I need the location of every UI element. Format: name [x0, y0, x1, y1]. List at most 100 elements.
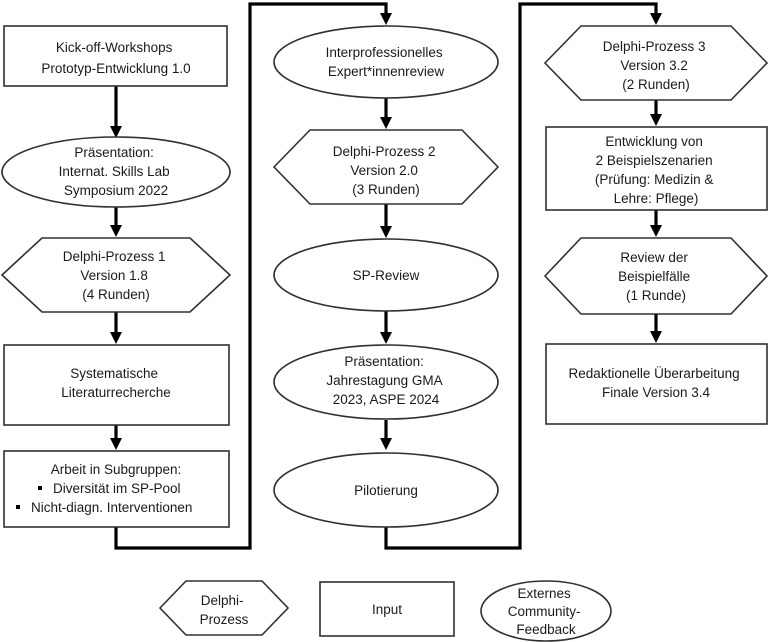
node-review-faelle: Review der Beispielfälle (1 Runde) — [543, 237, 769, 315]
input-box — [3, 25, 228, 87]
svg-text:Externes Community-: Externes Community- Feedback — [508, 586, 585, 637]
arrowhead — [380, 438, 392, 450]
svg-text:Delphi-Prozess 1 Version: Delphi-Prozess 1 Version 1.8 (4 Runden) — [63, 249, 170, 302]
node-delphi-1: Delphi-Prozess 1 Version 1.8 (4 Runden) — [0, 237, 232, 313]
input-box — [3, 344, 230, 426]
legend-feedback: Externes Community- Feedback — [480, 580, 612, 642]
arrow-pilotierung-to-delphi3 — [384, 2, 658, 550]
node-text: Redaktionelle Überarbeitung — [569, 366, 740, 381]
node-literatur: Systematische Literaturrecherche — [3, 344, 230, 426]
node-delphi-2: Delphi-Prozess 2 Version 2.0 (3 Runden) — [272, 129, 500, 205]
feedback-ellipse — [273, 238, 499, 312]
node-text: Version 2.0 — [350, 163, 418, 178]
node-text: Entwicklung von — [605, 134, 703, 149]
node-text: Prototyp-Entwicklung 1.0 — [41, 61, 190, 76]
node-text: Version 1.8 — [80, 268, 148, 283]
node-text: Jahrestagung GMA — [326, 373, 442, 388]
feedback-ellipse — [273, 452, 499, 528]
arrowhead — [380, 332, 392, 344]
arrowhead — [380, 226, 392, 238]
connectors — [110, 2, 662, 550]
svg-text:Kick-off-Workshops Proto: Kick-off-Workshops Prototyp-Entwicklung … — [41, 40, 190, 76]
feedback-ellipse — [273, 344, 499, 420]
arrowhead — [650, 225, 662, 237]
arrowhead — [110, 126, 122, 138]
node-pilotierung: Pilotierung — [273, 452, 499, 528]
node-text: Literaturrecherche — [61, 385, 171, 400]
node-text: Symposium 2022 — [64, 183, 168, 198]
svg-text:Delphi- Prozess: Delphi- Prozess — [200, 593, 249, 627]
legend-delphi: Delphi- Prozess — [158, 580, 290, 636]
node-text: Kick-off-Workshops — [56, 40, 173, 55]
legend-text: Delphi- — [201, 593, 244, 608]
arrowhead — [380, 13, 392, 25]
node-text: SP-Review — [353, 268, 420, 283]
node-delphi-3: Delphi-Prozess 3 Version 3.2 (2 Runden) — [543, 25, 769, 101]
node-text: Beispielfälle — [618, 269, 690, 284]
node-text: Präsentation: — [74, 145, 154, 160]
arrowhead — [380, 117, 392, 129]
delphi-hexagon — [158, 580, 290, 636]
node-sp-review: SP-Review — [273, 238, 499, 312]
arrow-subgruppen-to-review — [114, 2, 388, 550]
node-text: (4 Runden) — [82, 287, 150, 302]
bullet-icon — [38, 486, 42, 490]
node-redaktion: Redaktionelle Überarbeitung Finale Versi… — [545, 343, 768, 425]
node-text: Systematische — [70, 366, 158, 381]
legend-text: Prozess — [200, 612, 249, 627]
node-text: Präsentation: — [344, 354, 424, 369]
node-text: Interprofessionelles — [326, 45, 443, 60]
svg-text:Review der Beispielfälle: Review der Beispielfälle (1 Runde) — [618, 250, 694, 303]
arrowhead — [110, 332, 122, 344]
node-praesentation-2022: Präsentation: Internat. Skills Lab Sympo… — [1, 136, 231, 208]
node-text: (3 Runden) — [352, 182, 420, 197]
arrowhead — [650, 331, 662, 343]
node-text: 2023, ASPE 2024 — [333, 392, 440, 407]
feedback-ellipse — [1, 136, 231, 208]
svg-text:Systematische Literaturr: Systematische Literaturrecherche — [61, 366, 171, 400]
arrowhead — [110, 225, 122, 237]
svg-text:Delphi-Prozess 3 Version: Delphi-Prozess 3 Version 3.2 (2 Runden) — [603, 39, 710, 92]
node-text: Finale Version 3.4 — [602, 385, 711, 400]
input-box — [545, 343, 768, 425]
node-text: Delphi-Prozess 2 — [333, 144, 436, 159]
node-expertinnenreview: Interprofessionelles Expert*innenreview — [273, 25, 499, 99]
arrowhead — [110, 438, 122, 450]
legend-text: Community- — [508, 604, 581, 619]
delphi-hexagon — [543, 237, 769, 315]
svg-text:Redaktionelle Überarbeitung: Redaktionelle Überarbeitung Finale Versi… — [569, 366, 744, 400]
list-item: Diversität im SP-Pool — [53, 481, 181, 496]
delphi-hexagon — [543, 25, 769, 101]
legend: Delphi- Prozess Input Externes Community… — [158, 580, 612, 642]
node-text: Review der — [620, 250, 688, 265]
svg-text:Entwicklung von 2 Beispi: Entwicklung von 2 Beispielszenarien (Prü… — [595, 134, 717, 206]
legend-text: Externes — [517, 586, 571, 601]
legend-text: Feedback — [516, 622, 576, 637]
node-text: Expert*innenreview — [328, 64, 445, 79]
svg-text:Delphi-Prozess 2 Version: Delphi-Prozess 2 Version 2.0 (3 Runden) — [333, 144, 440, 197]
arrowhead — [650, 114, 662, 126]
node-subgruppen: Arbeit in Subgruppen: Diversität im SP-P… — [3, 450, 230, 528]
node-text: (1 Runde) — [626, 288, 686, 303]
legend-text: Input — [372, 602, 402, 617]
svg-text:Präsentation: Jahrestagu: Präsentation: Jahrestagung GMA 2023, ASP… — [326, 354, 445, 407]
node-text: Internat. Skills Lab — [59, 164, 170, 179]
node-text: (Prüfung: Medizin & — [595, 172, 714, 187]
arrowhead — [650, 13, 662, 25]
feedback-ellipse — [480, 580, 612, 642]
node-text: Delphi-Prozess 3 — [603, 39, 706, 54]
node-text: Pilotierung — [354, 483, 418, 498]
node-kickoff: Kick-off-Workshops Prototyp-Entwicklung … — [3, 25, 228, 87]
delphi-hexagon — [0, 237, 232, 313]
input-box — [545, 126, 768, 211]
node-text: Version 3.2 — [620, 58, 688, 73]
node-entwicklung: Entwicklung von 2 Beispielszenarien (Prü… — [545, 126, 768, 211]
legend-input: Input — [319, 581, 455, 637]
feedback-ellipse — [273, 25, 499, 99]
node-text: Lehre: Pflege) — [614, 191, 699, 206]
node-text: Delphi-Prozess 1 — [63, 249, 166, 264]
node-text: 2 Beispielszenarien — [596, 153, 713, 168]
node-title: Arbeit in Subgruppen: — [51, 462, 182, 477]
node-text: (2 Runden) — [622, 77, 690, 92]
